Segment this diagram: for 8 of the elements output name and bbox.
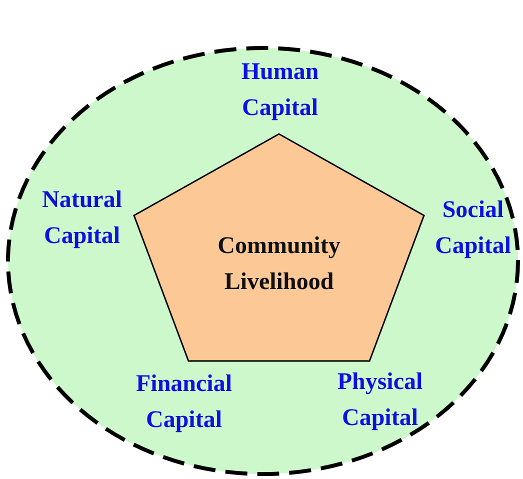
capital-label: Financial Capital — [134, 370, 233, 435]
capital-label: Natural Capital — [41, 186, 123, 251]
capital-label: Physical Capital — [336, 368, 424, 433]
capital-label: Social Capital — [434, 196, 512, 261]
capital-label: Human Capital — [240, 58, 320, 123]
boundary-ellipse — [6, 46, 520, 476]
pentagon-shape — [133, 133, 425, 362]
center-title: Community Livelihood — [216, 232, 342, 297]
